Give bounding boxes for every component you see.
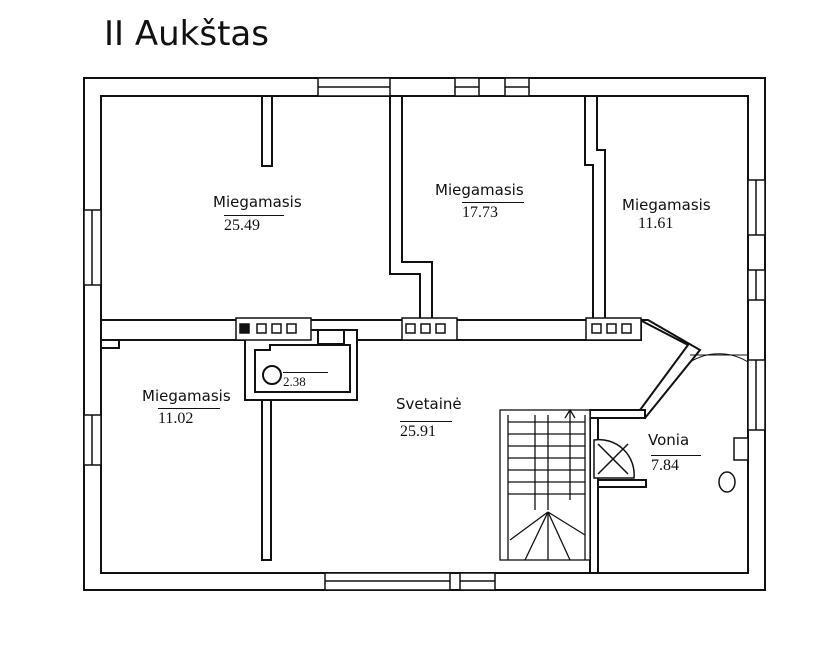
chimneys <box>235 317 642 341</box>
room-area: 11.02 <box>158 408 220 428</box>
room-area: 17.73 <box>462 202 524 222</box>
room-name: Miegamasis <box>435 181 524 199</box>
room-area: 11.61 <box>638 215 674 232</box>
staircase <box>499 408 591 561</box>
room-name: Vonia <box>648 431 690 449</box>
bathroom-fixtures <box>593 353 749 493</box>
room-area: 25.49 <box>224 215 284 235</box>
room-name: Miegamasis <box>622 196 711 214</box>
room-area: 7.84 <box>651 455 701 475</box>
room-area: 2.38 <box>283 372 328 390</box>
room-area: 25.91 <box>400 421 452 441</box>
room-name: Svetainė <box>396 395 462 413</box>
room-name: Miegamasis <box>213 193 302 211</box>
plan-title: II Aukštas <box>104 14 269 54</box>
windows <box>83 77 766 591</box>
room-name: Miegamasis <box>142 387 231 405</box>
